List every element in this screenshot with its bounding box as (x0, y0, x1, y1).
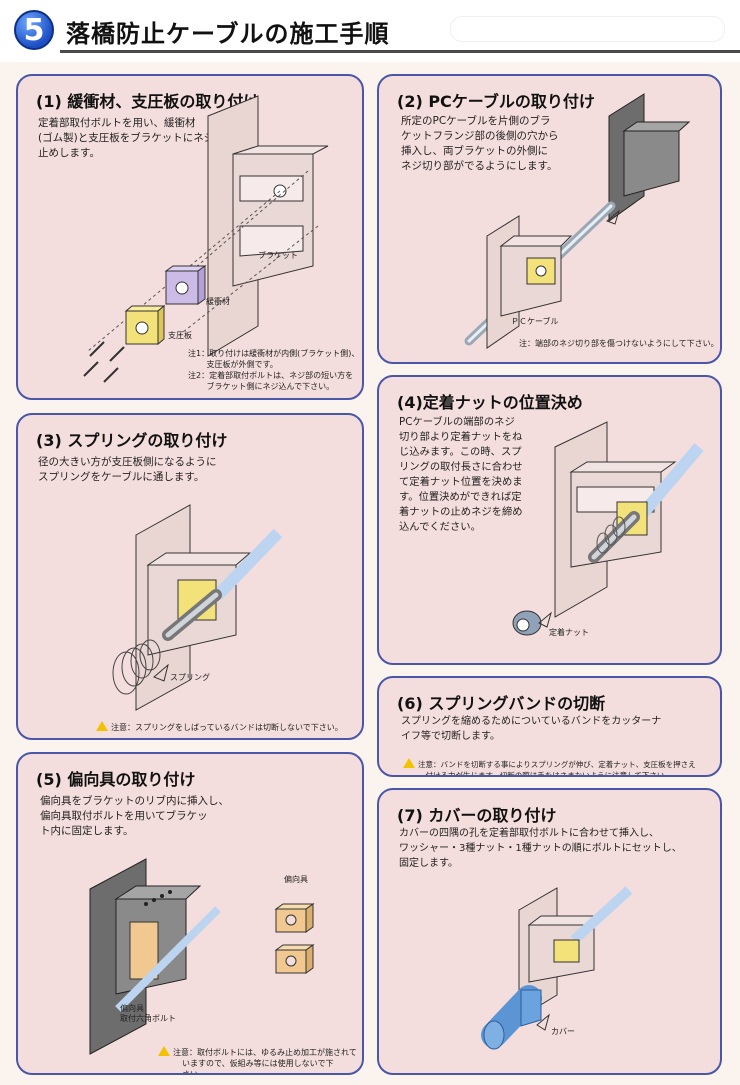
panel-step-2: (2) PCケーブルの取り付け 所定のPCケーブルを片側のブラ ケットフランジ部… (377, 74, 722, 364)
panel-title: (2) PCケーブルの取り付け (397, 92, 595, 111)
anchor-nut-illustration (512, 421, 704, 636)
bracket-assembly-illustration (83, 95, 329, 383)
caution-text: 注意：バンドを切断する事によりスプリングが伸び、定着ナット、支圧板を押さえ 付け… (418, 760, 696, 777)
caution-text: 注意：スプリングをしばっているバンドは切断しないで下さい。 (111, 723, 343, 732)
panel-description: カバーの四隅の孔を定着部取付ボルトに合わせて挿入し、 ワッシャー・3種ナット・1… (399, 828, 682, 869)
label-cover: カバー (551, 1027, 575, 1036)
deflector-illustration (89, 858, 315, 1055)
label-spring: スプリング (170, 673, 210, 682)
panel-title: (4)定着ナットの位置決め (397, 393, 583, 412)
panel-step-6: (6) スプリングバンドの切断 スプリングを縮めるためについているバンドをカッタ… (377, 676, 722, 777)
panel-step-7: (7) カバーの取り付け カバーの四隅の孔を定着部取付ボルトに合わせて挿入し、 … (377, 788, 722, 1075)
panel-title: (5) 偏向具の取り付け (36, 770, 196, 789)
label-anchor-nut: 定着ナット (549, 628, 589, 637)
label-deflector-bolt: 偏向具 取付六角ボルト (120, 1004, 176, 1023)
caution-note: 注意：取付ボルトには、ゆるみ止め加工が施されて いますので、仮組み等には使用しな… (158, 1034, 362, 1075)
panel-description: PCケーブルの端部のネジ 切り部より定着ナットをね じ込みます。この時、スプ リ… (399, 416, 523, 533)
cover-illustration (481, 886, 633, 1050)
ghost-title-decoration (450, 16, 725, 42)
panel-description: スプリングを縮めるためについているバンドをカッターナ イフ等で切断します。 (401, 716, 662, 742)
header-rule (60, 50, 740, 53)
warning-icon (96, 721, 108, 731)
panel-step-4: (4)定着ナットの位置決め PCケーブルの端部のネジ 切り部より定着ナットをね … (377, 375, 722, 665)
panel-description: 偏向具をブラケットのリブ内に挿入し、 偏向具取付ボルトを用いてブラケッ ト内に固… (40, 795, 229, 837)
note-1: 注1：取り付けは緩衝材が内側(ブラケット側)、 支圧板が外側です。 (188, 349, 360, 369)
label-deflector: 偏向具 (284, 875, 308, 884)
page-title: 落橋防止ケーブルの施工手順 (66, 20, 390, 48)
panel-title: (7) カバーの取り付け (397, 806, 557, 825)
note: 注：端部のネジ切り部を傷つけないようにして下さい。 (519, 339, 719, 348)
label-pc-cable: ＰＣケーブル (511, 317, 559, 326)
spring-illustration (112, 504, 283, 711)
caution-note: 注意：スプリングをしばっているバンドは切断しないで下さい。 (96, 709, 361, 733)
panel-title: (3) スプリングの取り付け (36, 431, 228, 450)
panel-description: 所定のPCケーブルを片側のブラ ケットフランジ部の後側の穴から 挿入し、両ブラケ… (401, 115, 559, 172)
warning-icon (403, 758, 415, 768)
panel-step-5: (5) 偏向具の取り付け 偏向具をブラケットのリブ内に挿入し、 偏向具取付ボルト… (16, 752, 364, 1075)
label-bearing-plate: 支圧板 (168, 331, 192, 340)
panel-description: 定着部取付ボルトを用い、緩衝材 (ゴム製)と支圧板をブラケットにネジ 止めします… (38, 117, 215, 159)
caution-text: 注意：取付ボルトには、ゆるみ止め加工が施されて いますので、仮組み等には使用しな… (173, 1048, 357, 1075)
note-2: 注2：定着部取付ボルトは、ネジ部の短い方を ブラケット側にネジ込んで下さい。 (188, 371, 354, 391)
panel-title: (1) 緩衝材、支圧板の取り付け (36, 92, 260, 111)
panel-step-1: (1) 緩衝材、支圧板の取り付け 定着部取付ボルトを用い、緩衝材 (ゴム製)と支… (16, 74, 364, 400)
label-cushion: 緩衝材 (206, 297, 230, 306)
pc-cable-illustration (464, 93, 691, 349)
label-bracket: ブラケット (258, 251, 298, 260)
panel-step-3: (3) スプリングの取り付け 径の大きい方が支圧板側になるように スプリングをケ… (16, 413, 364, 740)
panel-description: 径の大きい方が支圧板側になるように スプリングをケーブルに通します。 (38, 456, 217, 483)
panel-title: (6) スプリングバンドの切断 (397, 694, 606, 713)
caution-note: 注意：バンドを切断する事によりスプリングが伸び、定着ナット、支圧板を押さえ 付け… (403, 746, 720, 777)
page-header: 5 落橋防止ケーブルの施工手順 (0, 0, 740, 62)
step-number-badge: 5 (14, 10, 54, 50)
warning-icon (158, 1046, 170, 1056)
